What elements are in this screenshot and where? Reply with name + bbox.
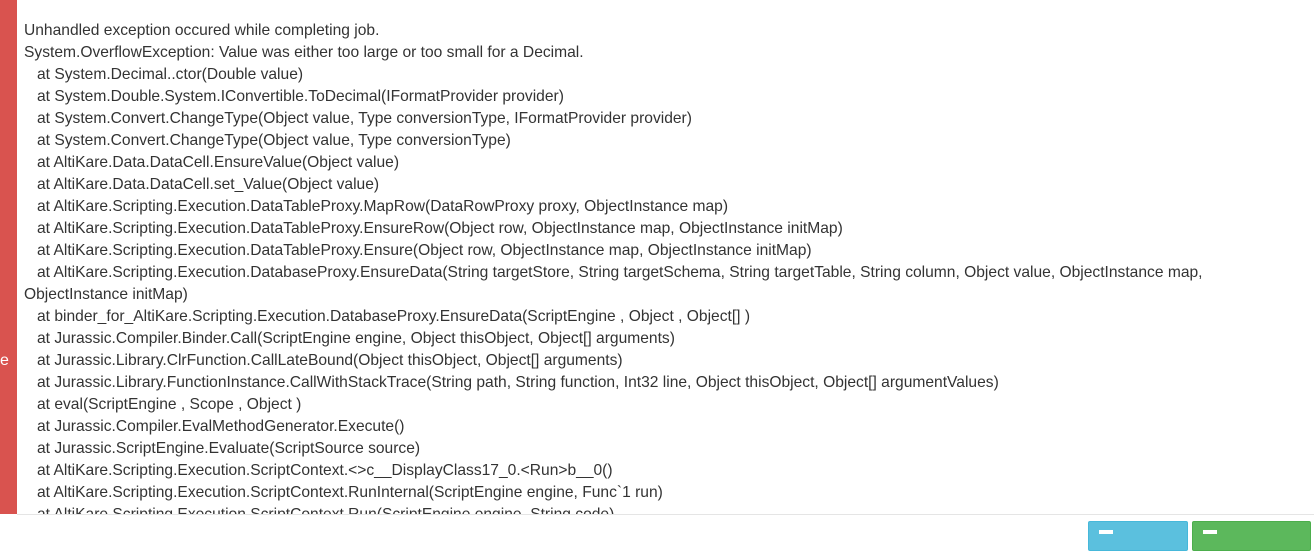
- stack-trace-line: at AltiKare.Scripting.Execution.DataTabl…: [24, 198, 729, 215]
- info-button[interactable]: [1088, 521, 1188, 551]
- button-icon: [1203, 530, 1217, 534]
- exception-message: System.OverflowException: Value was eith…: [24, 44, 584, 61]
- stack-trace-line: at AltiKare.Scripting.Execution.ScriptCo…: [24, 504, 1304, 514]
- button-icon: [1099, 530, 1113, 534]
- stack-trace-line: at Jurassic.Library.ClrFunction.CallLate…: [24, 352, 623, 369]
- success-button[interactable]: [1192, 521, 1311, 551]
- stack-trace-line: at System.Convert.ChangeType(Object valu…: [24, 110, 692, 127]
- stack-trace-line: at eval(ScriptEngine , Scope , Object ): [24, 396, 302, 413]
- stack-trace-line: at System.Convert.ChangeType(Object valu…: [24, 132, 511, 149]
- stack-trace-line: at AltiKare.Data.DataCell.EnsureValue(Ob…: [24, 154, 400, 171]
- error-message-scroll-area[interactable]: Unhandled exception occured while comple…: [24, 20, 1304, 514]
- stack-trace-line: at Jurassic.Compiler.EvalMethodGenerator…: [24, 418, 405, 435]
- stack-trace-line: at binder_for_AltiKare.Scripting.Executi…: [24, 308, 751, 325]
- footer-divider: [17, 514, 1314, 515]
- stack-trace-line: at AltiKare.Scripting.Execution.ScriptCo…: [24, 484, 663, 501]
- error-accent-bar: [0, 0, 17, 514]
- stack-trace-line: at AltiKare.Data.DataCell.set_Value(Obje…: [24, 176, 380, 193]
- sidebar-label-fragment: e: [0, 352, 9, 369]
- stack-trace-line: at AltiKare.Scripting.Execution.ScriptCo…: [24, 462, 613, 479]
- stack-trace-line: at System.Decimal..ctor(Double value): [24, 66, 304, 83]
- stack-trace-line: at AltiKare.Scripting.Execution.DataTabl…: [24, 220, 843, 237]
- stack-trace-line: at Jurassic.Library.FunctionInstance.Cal…: [24, 374, 999, 391]
- stack-trace-line: at Jurassic.ScriptEngine.Evaluate(Script…: [24, 440, 421, 457]
- stack-trace-line: at AltiKare.Scripting.Execution.DataTabl…: [24, 242, 812, 259]
- stack-trace-line: at AltiKare.Scripting.Execution.Database…: [24, 264, 1207, 303]
- stack-trace-line: at Jurassic.Compiler.Binder.Call(ScriptE…: [24, 330, 675, 347]
- stack-trace-line: at System.Double.System.IConvertible.ToD…: [24, 88, 564, 105]
- error-summary: Unhandled exception occured while comple…: [24, 22, 380, 39]
